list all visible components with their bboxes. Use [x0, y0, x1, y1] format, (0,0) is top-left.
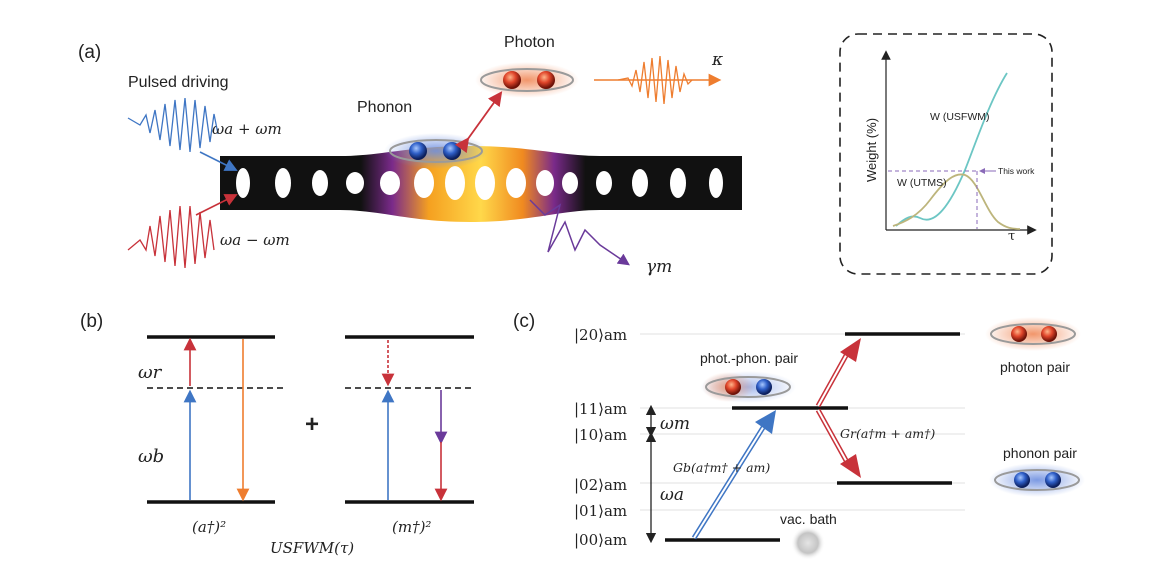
gamma-m-label: γm [646, 257, 672, 277]
photon-pair-c-icon [985, 317, 1081, 351]
level-11-label: |11⟩am [574, 400, 627, 418]
omega-diff-label: ωa − ωm [220, 231, 290, 249]
panel-b: (b) ωr ωb (a†)² + (m†)² USFWM(τ) [80, 311, 474, 557]
panel-a: (a) Pulsed driving Phonon Photon ωa + ωm [78, 34, 742, 277]
op1-label: (a†)² [192, 518, 226, 536]
gb-label: Gb(a†m† + am) [673, 460, 770, 475]
gr-double-arrow-down [815, 408, 861, 478]
omega-b-label: ωb [138, 446, 164, 467]
blue-drive-arrow [199, 151, 238, 171]
photon-pair-icon [475, 62, 579, 98]
kappa-label: κ [711, 50, 723, 70]
inset-ylabel: Weight (%) [864, 118, 879, 182]
inset-weight-plot: Weight (%) τ W (USFWM) W (UTMS) This wor… [839, 33, 1053, 275]
phonon-pair-label: phonon pair [1003, 445, 1077, 461]
phonon-decay-wave [529, 199, 630, 266]
w-sfwm-label: W (USFWM) [930, 111, 989, 123]
omega-r-label: ωr [138, 362, 163, 383]
panel-b-label: (b) [80, 311, 103, 332]
panel-c-label: (c) [513, 311, 535, 332]
vac-bath-icon [791, 526, 825, 560]
level-01-label: |01⟩am [574, 502, 627, 520]
phot-phon-pair-icon [700, 371, 796, 403]
gr-double-arrow-up [815, 338, 861, 408]
omega-sum-label: ωa + ωm [212, 120, 282, 138]
this-work-label: This work [998, 166, 1035, 176]
vac-bath-label: vac. bath [780, 511, 837, 527]
pulsed-driving-label: Pulsed driving [128, 74, 229, 91]
red-drive-pulse [127, 205, 215, 269]
beam-holes [236, 166, 723, 200]
phonon-label: Phonon [357, 99, 412, 116]
gb-double-arrow [691, 410, 776, 540]
phonon-pair-icon [384, 133, 488, 169]
inset-frame [839, 33, 1053, 275]
level-02-label: |02⟩am [574, 476, 627, 494]
phot-phon-pair-label: phot.-phon. pair [700, 350, 798, 366]
omega-a-c-label: ωa [660, 485, 684, 505]
inset-xlabel: τ [1008, 229, 1015, 244]
op2-label: (m†)² [392, 518, 431, 536]
omega-m-c-label: ωm [660, 414, 690, 434]
panel-a-label: (a) [78, 42, 101, 63]
phonon-pair-c-icon [989, 463, 1085, 497]
gr-label: Gr(a†m + am†) [840, 426, 935, 441]
tms-curve [892, 173, 1021, 230]
sfwm-curve [895, 72, 1008, 227]
red-drive-arrow [195, 194, 238, 216]
photon-pair-label: photon pair [1000, 359, 1070, 375]
level-00-label: |00⟩am [574, 531, 627, 549]
plus-sign: + [305, 411, 319, 438]
level-20-label: |20⟩am [574, 326, 627, 344]
photon-phonon-coupling-arrow [454, 91, 503, 154]
level-10-label: |10⟩am [574, 426, 627, 444]
orange-output-pulse [617, 55, 693, 105]
photon-label: Photon [504, 34, 555, 51]
blue-drive-pulse [127, 97, 219, 153]
w-tms-label: W (UTMS) [897, 177, 947, 189]
panel-c: (c) |20⟩am |11⟩am |10⟩am |02⟩am |01⟩am |… [513, 311, 1085, 560]
usfwm-caption: USFWM(τ) [270, 539, 354, 557]
